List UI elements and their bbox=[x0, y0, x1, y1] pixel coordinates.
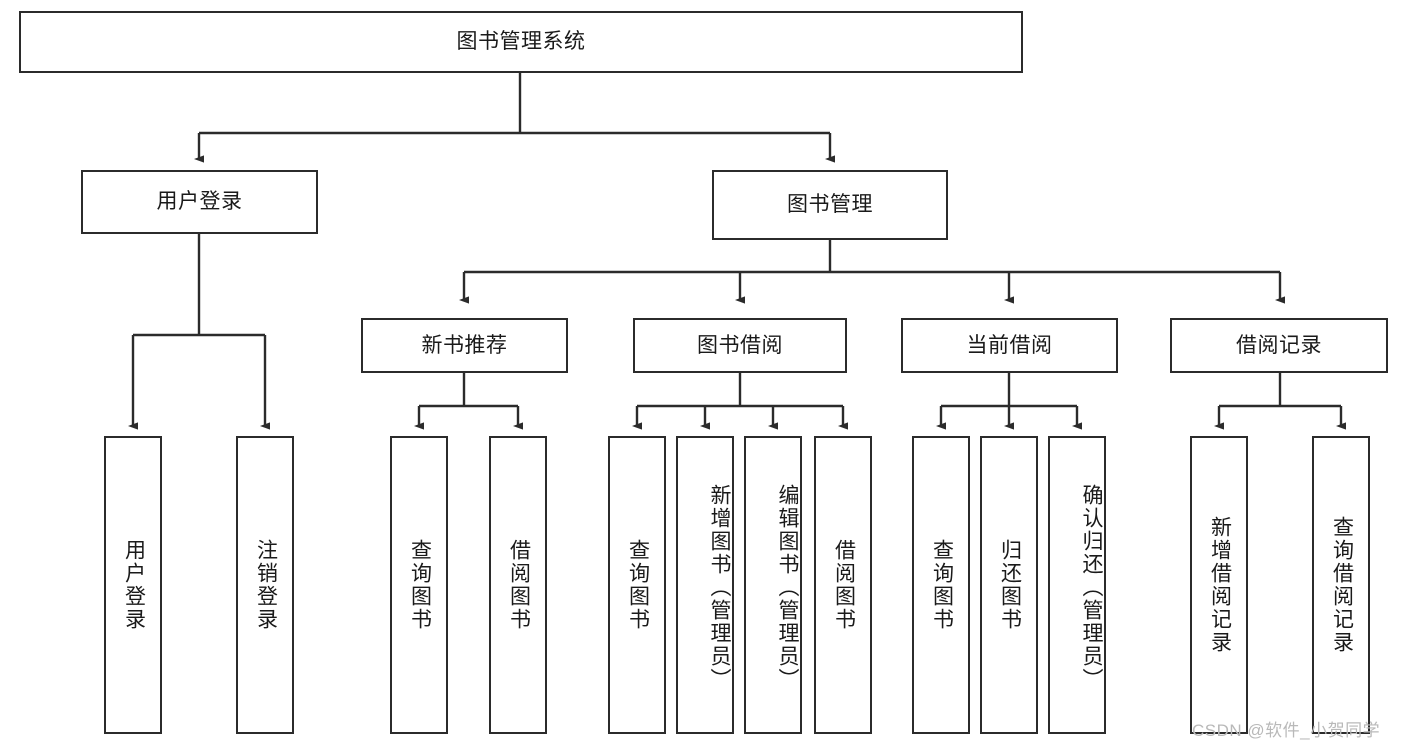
leaf-new-book-1[interactable]: 查询图书 bbox=[390, 436, 448, 734]
leaf-current-borrow-3[interactable]: 确认归还（管理员） bbox=[1048, 436, 1106, 734]
leaf-book-borrow-1[interactable]: 查询图书 bbox=[608, 436, 666, 734]
node-book-manage[interactable]: 图书管理 bbox=[712, 170, 948, 240]
leaf-book-borrow-4[interactable]: 借阅图书 bbox=[814, 436, 872, 734]
leaf-user-login-1[interactable]: 用户登录 bbox=[104, 436, 162, 734]
leaf-current-borrow-1[interactable]: 查询图书 bbox=[912, 436, 970, 734]
node-new-book-recommend-label: 新书推荐 bbox=[421, 333, 508, 357]
node-current-borrow[interactable]: 当前借阅 bbox=[901, 318, 1118, 373]
leaf-book-borrow-4-label: 借阅图书 bbox=[832, 539, 856, 631]
leaf-user-login-1-label: 用户登录 bbox=[122, 539, 146, 631]
leaf-book-borrow-3[interactable]: 编辑图书（管理员） bbox=[744, 436, 802, 734]
leaf-current-borrow-1-label: 查询图书 bbox=[930, 539, 954, 631]
leaf-borrow-record-1-label: 新增借阅记录 bbox=[1208, 516, 1232, 654]
leaf-user-login-2-label: 注销登录 bbox=[254, 539, 278, 631]
node-user-login[interactable]: 用户登录 bbox=[81, 170, 318, 234]
node-root[interactable]: 图书管理系统 bbox=[19, 11, 1023, 73]
node-book-manage-label: 图书管理 bbox=[787, 193, 873, 217]
leaf-new-book-2[interactable]: 借阅图书 bbox=[489, 436, 547, 734]
leaf-borrow-record-2[interactable]: 查询借阅记录 bbox=[1312, 436, 1370, 734]
leaf-book-borrow-2[interactable]: 新增图书（管理员） bbox=[676, 436, 734, 734]
leaf-borrow-record-1[interactable]: 新增借阅记录 bbox=[1190, 436, 1248, 734]
node-root-label: 图书管理系统 bbox=[456, 30, 586, 54]
leaf-current-borrow-3-label: 确认归还（管理员） bbox=[1080, 483, 1103, 691]
node-new-book-recommend[interactable]: 新书推荐 bbox=[361, 318, 568, 373]
node-book-borrow[interactable]: 图书借阅 bbox=[633, 318, 847, 373]
leaf-book-borrow-1-label: 查询图书 bbox=[626, 539, 650, 631]
node-user-login-label: 用户登录 bbox=[156, 190, 243, 214]
leaf-user-login-2[interactable]: 注销登录 bbox=[236, 436, 294, 734]
node-book-borrow-label: 图书借阅 bbox=[697, 333, 783, 357]
leaf-new-book-1-label: 查询图书 bbox=[408, 539, 432, 631]
leaf-book-borrow-2-label: 新增图书（管理员） bbox=[708, 483, 731, 691]
node-current-borrow-label: 当前借阅 bbox=[966, 333, 1053, 357]
leaf-current-borrow-2-label: 归还图书 bbox=[998, 539, 1022, 631]
node-borrow-record-label: 借阅记录 bbox=[1236, 333, 1322, 357]
leaf-new-book-2-label: 借阅图书 bbox=[507, 539, 531, 631]
leaf-book-borrow-3-label: 编辑图书（管理员） bbox=[776, 483, 799, 691]
leaf-borrow-record-2-label: 查询借阅记录 bbox=[1330, 516, 1354, 654]
node-borrow-record[interactable]: 借阅记录 bbox=[1170, 318, 1388, 373]
leaf-current-borrow-2[interactable]: 归还图书 bbox=[980, 436, 1038, 734]
